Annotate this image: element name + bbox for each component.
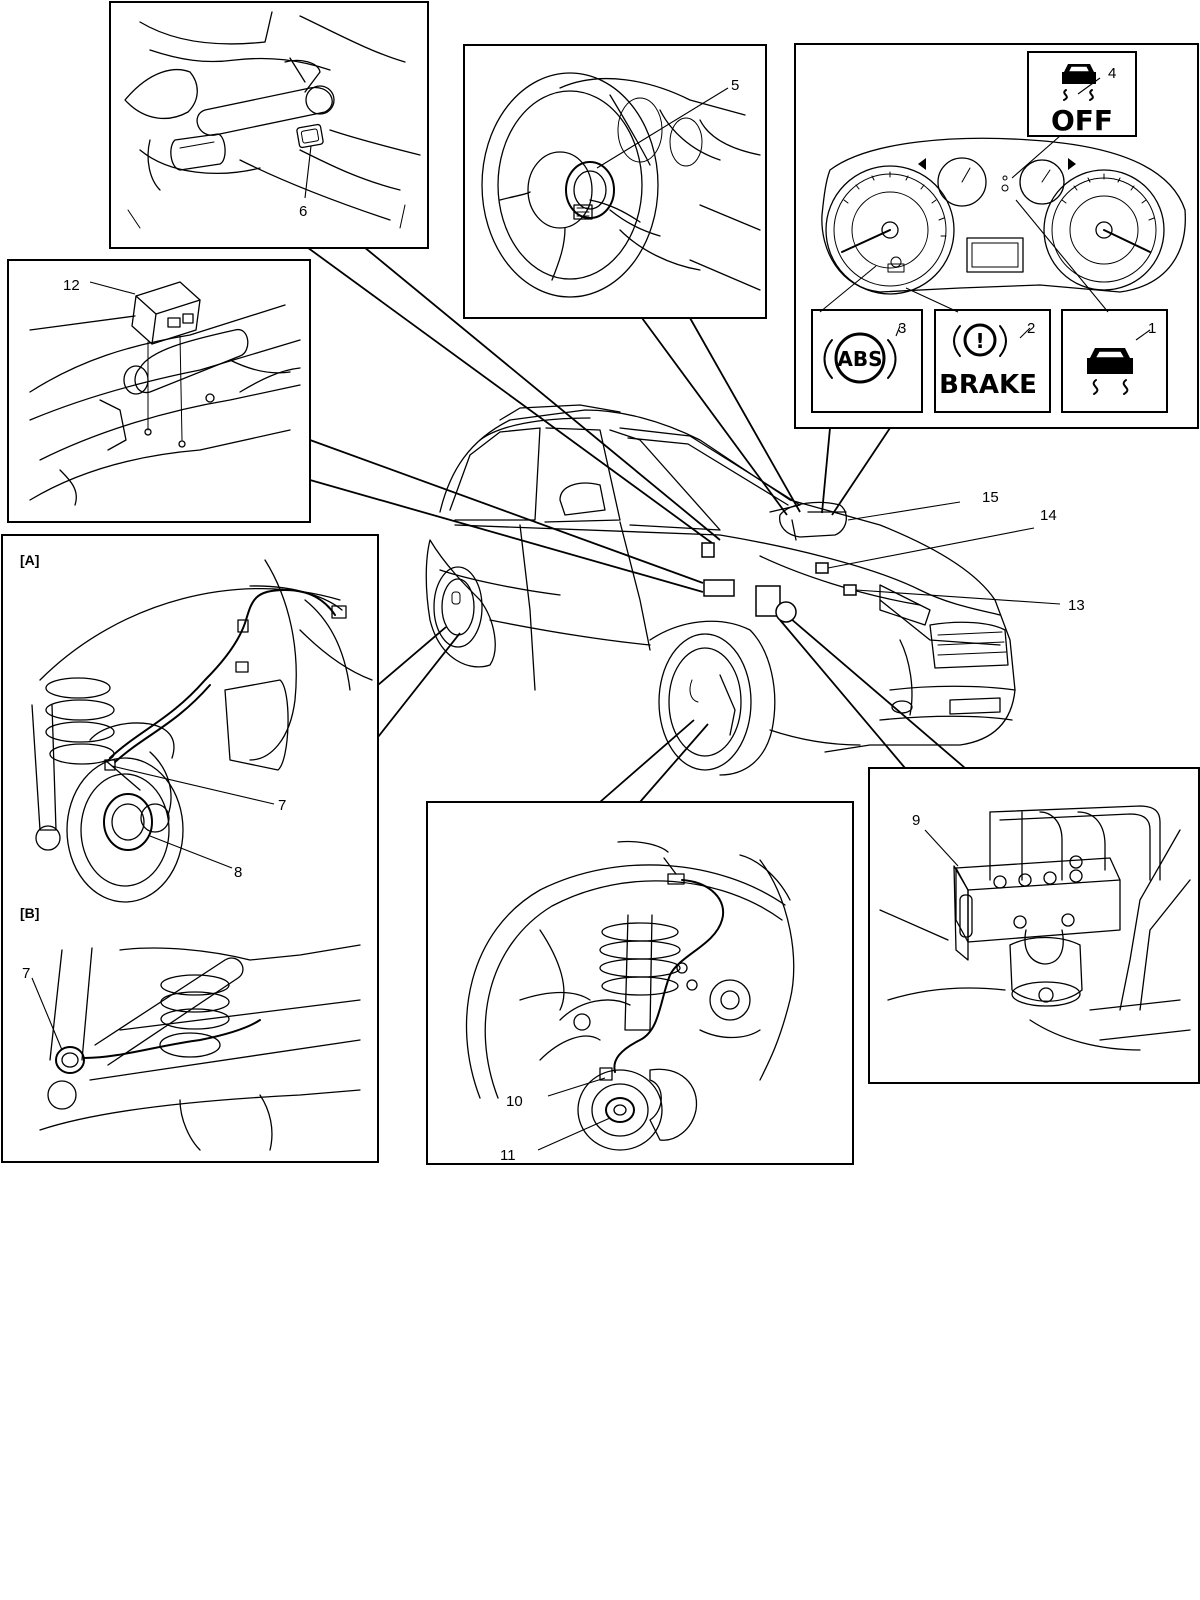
panel-combination-meter: OFF ABS ! BRAKE <box>794 43 1199 429</box>
label-15: 15 <box>982 489 999 506</box>
brake-symbol-text: ! <box>975 329 984 353</box>
callout-numbers: 1 2 3 4 5 6 7 7 8 9 10 11 12 13 14 15 <box>22 65 1156 1164</box>
label-12: 12 <box>63 277 80 294</box>
label-13: 13 <box>1068 597 1085 614</box>
skid-off-car-icon <box>1062 64 1096 101</box>
callout-lines <box>299 241 966 803</box>
esp-off-text: OFF <box>1051 104 1113 137</box>
skid-car-icon <box>1087 348 1133 395</box>
label-14: 14 <box>1040 507 1057 524</box>
brake-warning-icon: ! BRAKE <box>939 323 1037 400</box>
label-2: 2 <box>1027 320 1035 337</box>
label-11: 11 <box>500 1147 516 1164</box>
section-b-label: [B] <box>20 905 39 921</box>
brake-text: BRAKE <box>939 370 1037 400</box>
panel-steering-angle-sensor <box>463 44 767 319</box>
label-7: 7 <box>278 797 286 814</box>
panel-rear-wheel-sensors: [A] [B] <box>1 534 379 1163</box>
label-8: 8 <box>234 864 242 881</box>
panel-yaw-rate-sensor <box>7 259 311 523</box>
label-9: 9 <box>912 812 920 829</box>
label-1: 1 <box>1148 320 1156 337</box>
label-7b: 7 <box>22 965 30 982</box>
section-a-label: [A] <box>20 552 39 568</box>
label-6: 6 <box>299 203 307 220</box>
panel-esp-off-switch-area <box>109 1 429 249</box>
panel-front-wheel-sensor <box>426 801 854 1165</box>
label-5: 5 <box>731 77 739 94</box>
label-4: 4 <box>1108 65 1116 82</box>
abs-text: ABS <box>837 347 882 371</box>
abs-warning-icon: ABS <box>823 332 897 384</box>
panel-abs-hydraulic-unit <box>868 767 1200 1084</box>
vehicle-illustration <box>425 404 1061 776</box>
label-10: 10 <box>506 1093 523 1110</box>
label-3: 3 <box>898 320 906 337</box>
